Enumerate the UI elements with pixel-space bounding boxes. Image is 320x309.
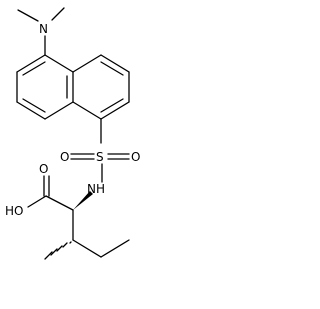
- atom-sulfonyl-o-left: O: [60, 150, 69, 164]
- bond-ring-b4: [100, 101, 130, 120]
- bond-ring-b2: [100, 54, 130, 73]
- structure-canvas: N O S O NH: [5, 7, 140, 260]
- bond-ring-a3: [16, 101, 46, 120]
- bond-ring-a3-inner: [22, 98, 46, 113]
- bond-me1-n: [17, 9, 39, 22]
- bond-ring-b1: [72, 54, 102, 73]
- wedge-bond-nh-calpha: [73, 191, 93, 210]
- atom-sulfonyl-s: S: [96, 150, 104, 164]
- bond-ring-a1-inner: [22, 61, 46, 76]
- atom-sulfonyl-o-right: O: [131, 150, 140, 164]
- bond-ring-b5: [72, 101, 102, 120]
- bond-cbeta-cgamma: [72, 239, 102, 258]
- atom-hydroxyl: HO: [5, 204, 23, 218]
- bond-ring-a6: [44, 54, 74, 73]
- bond-ring-b2-inner: [100, 61, 124, 76]
- sulfonyl-group: O S O: [60, 150, 140, 183]
- bond-calpha-cooh: [45, 195, 74, 211]
- dansyl-isoleucine-structure: N O S O NH: [5, 7, 140, 260]
- bond-ring-a1: [16, 54, 46, 73]
- bond-me2-n: [51, 7, 65, 21]
- atom-dimethylamino-n: N: [39, 22, 48, 36]
- isoleucine-backbone: NH HO O: [5, 162, 130, 260]
- bond-cgamma-cdelta: [100, 239, 130, 258]
- bond-ring-b4-inner: [100, 98, 124, 113]
- hashed-bond-cbeta-methyl: [44, 241, 72, 260]
- naphthalene-ring: [16, 54, 130, 144]
- dimethylamino-group: N: [17, 7, 65, 56]
- bond-cooh-oh: [27, 195, 47, 208]
- atom-carbonyl-o: O: [39, 162, 48, 176]
- bond-ring-a4: [44, 101, 74, 120]
